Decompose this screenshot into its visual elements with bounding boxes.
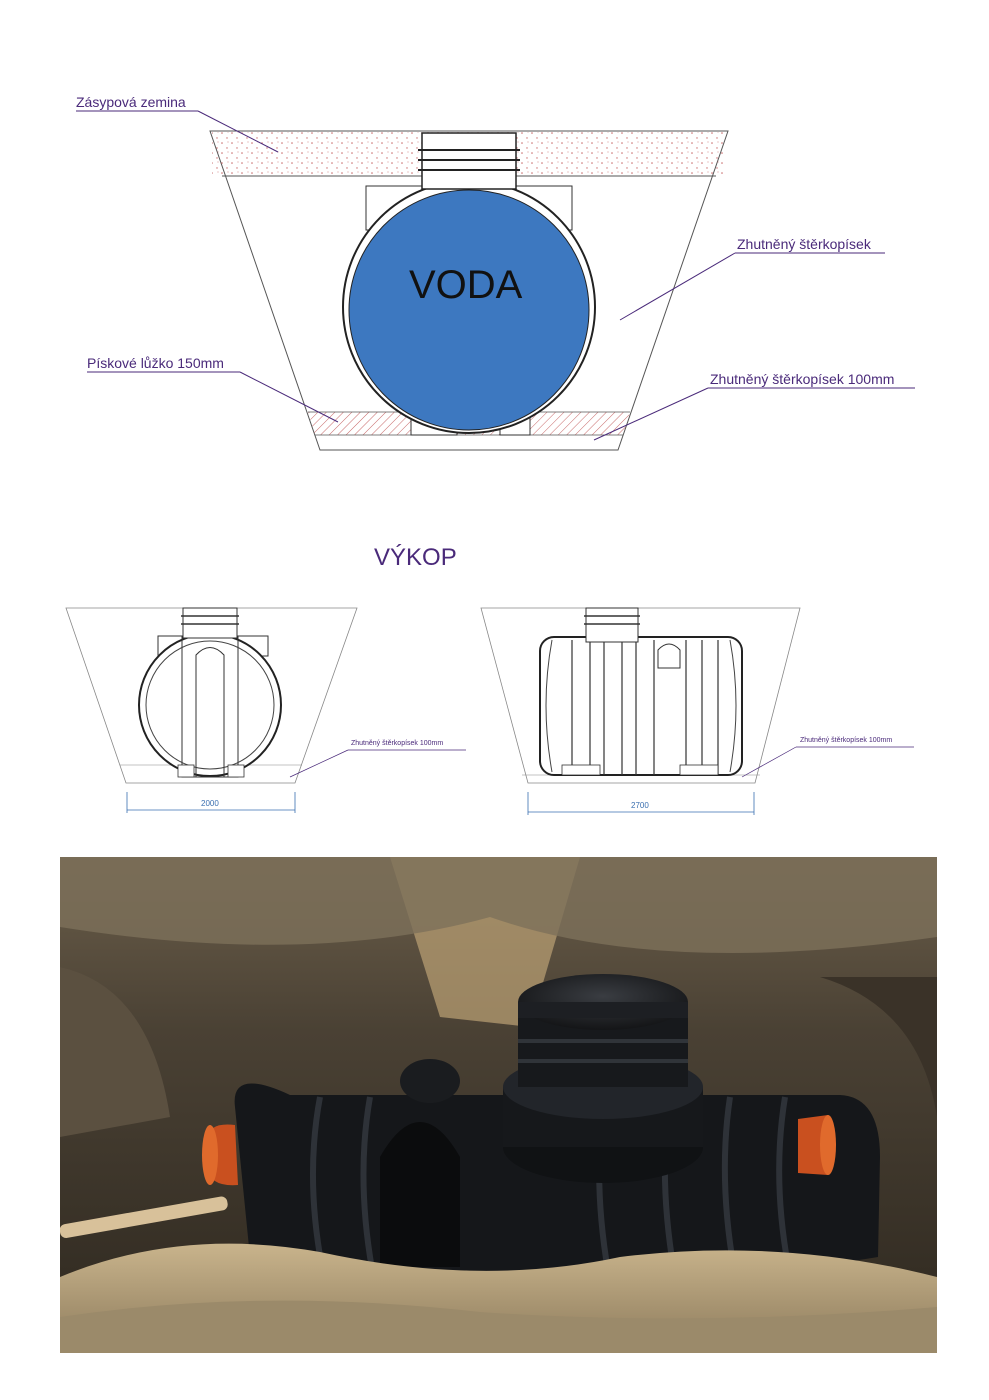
- tank-cross-section: [342, 132, 596, 436]
- excavation-right: [480, 607, 914, 815]
- excavation-left: [65, 607, 466, 813]
- compacted-gravel-100-label: Zhutněný štěrkopísek 100mm: [710, 371, 895, 387]
- tank-water-label: VODA: [409, 263, 523, 307]
- installation-photo: [60, 857, 937, 1353]
- excavation-left-dimension: 2000: [201, 799, 219, 808]
- excavation-title: VÝKOP: [374, 544, 457, 571]
- leader-lines: [76, 110, 915, 441]
- excavation-left-label: Zhutněný štěrkopísek 100mm: [351, 740, 444, 747]
- excavation-right-dimension: 2700: [631, 801, 649, 810]
- tank-in-pit-photo: [60, 857, 937, 1353]
- excavation-right-label: Zhutněný štěrkopísek 100mm: [800, 737, 893, 744]
- water-fill: [348, 189, 590, 431]
- compacted-gravel-label: Zhutněný štěrkopísek: [737, 236, 871, 252]
- sand-bed-label: Pískové lůžko 150mm: [87, 355, 224, 371]
- backfill-label: Zásypová zemina: [76, 94, 186, 110]
